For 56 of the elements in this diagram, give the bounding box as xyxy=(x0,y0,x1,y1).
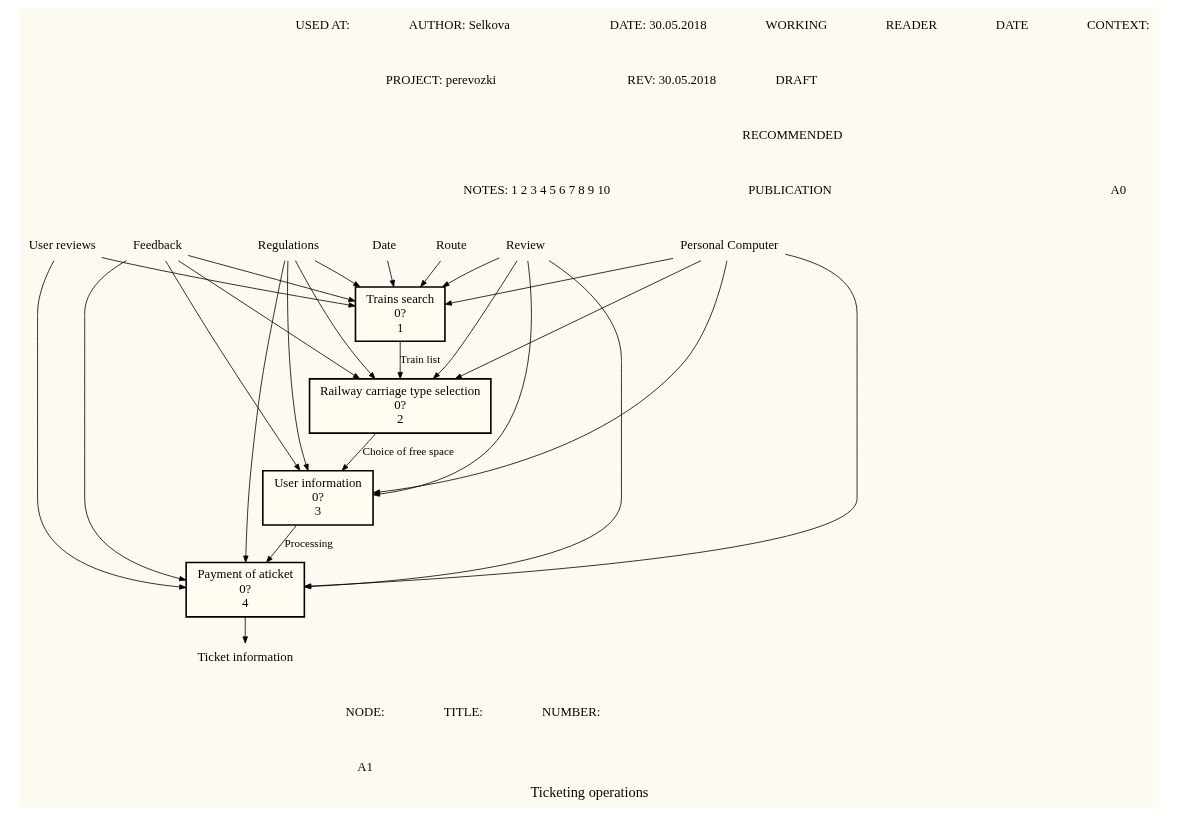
label: AUTHOR: Selkova xyxy=(408,17,510,32)
arrow xyxy=(432,260,518,380)
label: RECOMMENDED xyxy=(742,128,843,143)
node-text: Ticket information xyxy=(197,649,294,664)
label: NOTES: 1 2 3 4 5 6 7 8 9 10 xyxy=(463,183,611,198)
arrow xyxy=(397,341,403,380)
arrow xyxy=(165,260,301,471)
node-text: User reviews xyxy=(28,238,96,253)
label: A0 xyxy=(1110,183,1127,198)
node-text: Regulations xyxy=(257,238,319,253)
arrow xyxy=(242,616,248,644)
label: NUMBER: xyxy=(542,704,601,719)
node-text: Feedback xyxy=(132,238,182,253)
arrow xyxy=(101,257,356,308)
node-box: User information 0? 3 xyxy=(262,469,374,526)
arrow xyxy=(442,257,500,288)
label: USED AT: xyxy=(295,17,350,32)
label: READER xyxy=(885,17,937,32)
label: PROJECT: perevozki xyxy=(385,72,497,87)
label: REV: 30.05.2018 xyxy=(627,72,717,87)
arrow xyxy=(37,260,187,590)
arrow xyxy=(341,433,377,472)
edge-label: Processing xyxy=(284,536,333,549)
arrow xyxy=(84,260,187,582)
arrow xyxy=(444,257,674,306)
node-box: Trains search 0? 1 xyxy=(354,286,446,343)
node-text: Personal Computer xyxy=(680,238,779,253)
arrow xyxy=(266,524,297,563)
arrow xyxy=(187,255,356,302)
arrow xyxy=(454,260,702,380)
label: TITLE: xyxy=(443,704,483,719)
arrow xyxy=(304,260,622,590)
arrow xyxy=(387,260,395,288)
arrow xyxy=(287,260,309,472)
label: A1 xyxy=(357,759,373,774)
label: WORKING xyxy=(765,17,828,32)
arrow xyxy=(304,253,858,589)
label: NODE: xyxy=(345,704,385,719)
arrow xyxy=(177,260,361,380)
node-text: Route xyxy=(436,238,467,253)
arrow xyxy=(295,260,376,380)
label: DATE: 30.05.2018 xyxy=(609,17,707,32)
label: DRAFT xyxy=(775,72,818,87)
diagram-title: Ticketing operations xyxy=(530,783,649,800)
label: CONTEXT: xyxy=(1087,17,1150,32)
arrow xyxy=(420,260,442,288)
arrow xyxy=(314,260,361,288)
node-box: Payment of aticket 0? 4 xyxy=(185,561,306,618)
edge-label: Choice of free space xyxy=(362,444,454,457)
node-text: Review xyxy=(506,238,546,253)
edge-label: Train list xyxy=(400,353,441,366)
node-text: Date xyxy=(372,238,397,253)
node-box: Railway carriage type selection 0? 2 xyxy=(308,378,492,434)
label: PUBLICATION xyxy=(748,183,832,198)
label: DATE xyxy=(995,17,1029,32)
arrow xyxy=(243,260,286,563)
